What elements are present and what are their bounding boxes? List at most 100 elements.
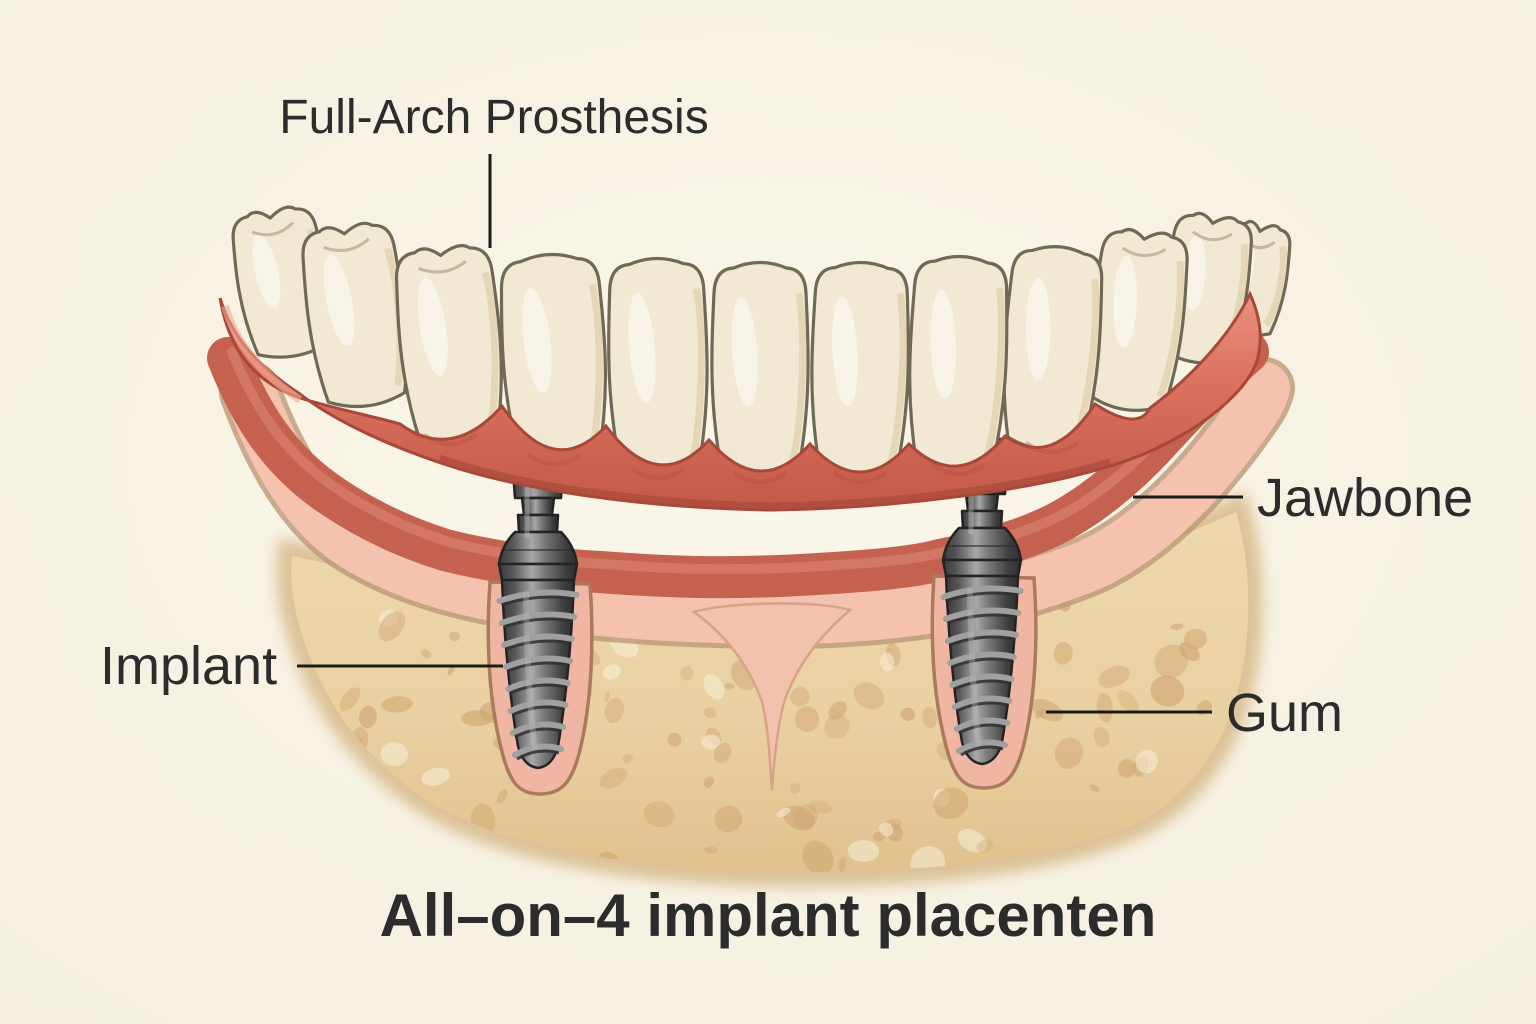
tooth-highlight: [832, 296, 858, 407]
diagram-title: All–on–4 implant placenten: [380, 882, 1157, 949]
bone-spot: [776, 807, 791, 818]
tooth-shade: [588, 283, 603, 443]
implant-thread-shadow: [507, 661, 569, 673]
tooth-cusp-groove: [1192, 230, 1233, 242]
implant-thread-shadow: [953, 679, 1010, 691]
label-implant: Implant: [100, 636, 277, 696]
tooth-highlight: [731, 296, 758, 407]
tooth-cusp-groove: [251, 221, 295, 237]
implant-thread: [940, 585, 1024, 600]
implant-thread-shadow: [514, 727, 562, 739]
bone-spot: [380, 742, 409, 766]
bone-spot: [789, 782, 801, 795]
bone-spot: [1096, 692, 1113, 723]
bone-spot: [1054, 737, 1084, 769]
bone-spot: [1117, 759, 1136, 778]
bone-spot: [1089, 784, 1100, 792]
bone-spot: [339, 687, 361, 712]
bone-spot: [1093, 726, 1110, 748]
bone-spot: [1053, 641, 1073, 665]
bone-spot: [828, 701, 847, 720]
bone-spot: [922, 706, 938, 729]
bone-spot: [378, 611, 406, 642]
implant-segment: [941, 526, 1023, 562]
bone-spot: [808, 800, 833, 814]
implant-thread-shadow: [947, 613, 1017, 625]
bone-spot: [957, 828, 987, 853]
implant-thread-shadow: [500, 595, 575, 607]
bone-spot: [447, 665, 455, 675]
tooth: [908, 254, 1009, 474]
bone-spot: [847, 840, 880, 862]
bone-spot: [879, 652, 895, 672]
bone-spot: [643, 801, 675, 828]
tooth-highlight: [417, 277, 448, 376]
implant-segment: [497, 530, 579, 566]
implant-thread-shadow: [511, 705, 564, 717]
bone-spot: [622, 753, 633, 764]
festoon-arc: [1024, 441, 1080, 455]
implant-thread: [496, 589, 580, 604]
bone-spot: [1169, 623, 1184, 630]
bone-spot: [802, 840, 834, 872]
bone-spot: [496, 788, 508, 804]
tooth-shade: [887, 293, 907, 464]
tooth: [810, 260, 910, 482]
bone-spot: [604, 690, 610, 702]
bone-spot: [1179, 642, 1200, 661]
gum-band-highlight: [227, 343, 1251, 575]
implant-thread: [947, 651, 1017, 666]
festoon-arc: [526, 453, 582, 467]
bone-spot: [790, 687, 810, 707]
bone-spot: [1150, 675, 1185, 707]
tooth-shade: [1156, 261, 1185, 399]
tooth-shade: [1262, 245, 1287, 328]
bone-spot: [838, 857, 847, 872]
tooth: [710, 260, 810, 482]
implant-thread-shadow: [509, 683, 566, 695]
tooth-highlight: [522, 288, 552, 393]
tooth-crown: [1089, 228, 1189, 412]
leader-lines: [297, 154, 1243, 714]
implant-thread-shadow: [960, 745, 1004, 757]
implant-segment: [944, 574, 1020, 766]
tooth-cusp-groove: [323, 237, 370, 252]
festoon-arc: [832, 471, 888, 485]
bone-spot: [667, 732, 682, 747]
bone-spot: [449, 631, 460, 642]
tooth-shade: [481, 271, 499, 422]
implant-thread-shadow: [949, 635, 1015, 647]
implant-highlight: [523, 591, 538, 751]
bone-spot: [680, 666, 694, 681]
bone-spot: [714, 805, 743, 833]
bone-spot: [704, 776, 714, 788]
implant-thread: [949, 673, 1015, 688]
implant-thread: [942, 607, 1022, 622]
bone-spot: [793, 804, 818, 830]
tooth-highlight: [1183, 235, 1206, 311]
bone-spot: [461, 710, 493, 727]
implant-thread: [944, 629, 1020, 644]
festoon-arc: [930, 463, 986, 477]
implant-segment: [500, 578, 576, 770]
implant-thread-shadow: [503, 617, 573, 629]
bone-spot: [1135, 749, 1158, 774]
bone-spot: [599, 768, 628, 789]
label-gum: Gum: [1226, 683, 1343, 743]
implant-thread: [500, 633, 576, 648]
bone-spot: [381, 696, 413, 713]
tooth: [1089, 228, 1189, 412]
tooth: [499, 253, 608, 464]
implant-segment: [941, 558, 1023, 578]
implant-thread-shadow: [516, 749, 560, 761]
bone-spot: [783, 805, 815, 831]
bone-spot: [358, 705, 377, 729]
implant-thread: [951, 695, 1013, 710]
tooth-shade: [983, 287, 1006, 457]
implant-segment: [960, 509, 1004, 530]
tooth-cusp-groove: [1121, 246, 1167, 258]
tooth-highlight: [323, 254, 355, 346]
prosthesis-teeth: [231, 205, 1292, 482]
implant-thread-shadow: [944, 591, 1019, 603]
bone-spot: [824, 714, 850, 739]
